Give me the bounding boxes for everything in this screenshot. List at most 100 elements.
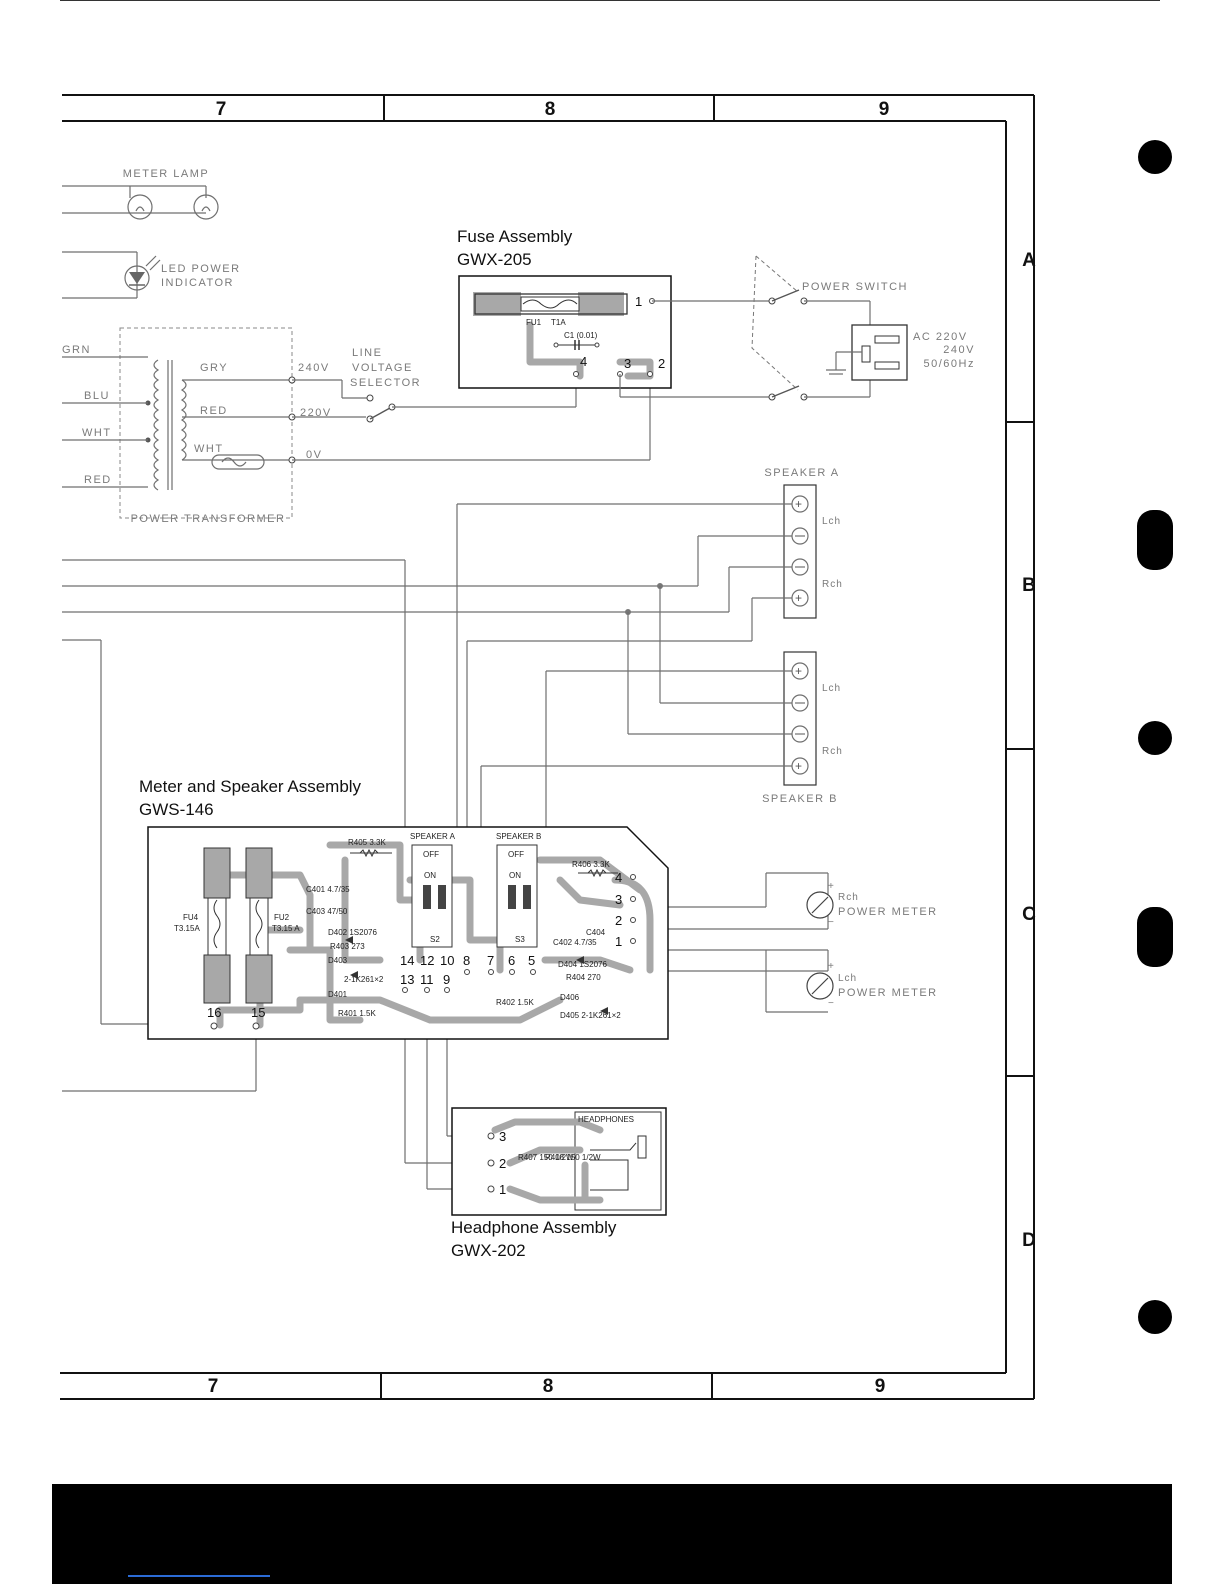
pin-5: 5 — [528, 953, 535, 968]
speaker-b-lch: Lch — [822, 683, 841, 694]
wire-label-wht: WHT — [82, 427, 112, 439]
d402-label: D402 1S2076 — [328, 928, 377, 937]
grid-row-a: A — [1022, 250, 1036, 271]
power-switch-label: POWER SWITCH — [802, 281, 908, 293]
lch-power-meter-label: POWER METER — [838, 987, 938, 999]
meter-lamp-label: METER LAMP — [123, 168, 210, 180]
c404-label: C404 — [586, 928, 606, 937]
fuse-pin-2: 2 — [658, 356, 665, 371]
c1-label: C1 (0.01) — [564, 331, 598, 340]
switch-b-label: SPEAKER B — [496, 832, 541, 841]
rch-power-meter-label: POWER METER — [838, 906, 938, 918]
ac-label-3: 50/60Hz — [924, 358, 975, 370]
fu1-label: FU1 — [526, 318, 542, 327]
binder-hole — [1137, 907, 1173, 967]
grid-col-bottom-7: 7 — [208, 1376, 219, 1397]
svg-text:+: + — [828, 881, 835, 892]
led-power-indicator-icon — [124, 265, 150, 291]
grid-col-bottom-8: 8 — [543, 1376, 554, 1397]
lvs-label-3: SELECTOR — [350, 377, 421, 389]
grid-row-b: B — [1022, 575, 1036, 596]
c402-label: C402 4.7/35 — [553, 938, 597, 947]
headphone-assembly-title: Headphone Assembly — [451, 1218, 617, 1237]
svg-text:+: + — [795, 497, 802, 511]
rch-meter-label: Rch — [838, 892, 859, 903]
pin-12: 12 — [420, 953, 434, 968]
d404-label: D404 1S2076 — [558, 960, 607, 969]
r401-label: R401 1.5K — [338, 1009, 376, 1018]
pin-4: 4 — [615, 870, 622, 885]
grid-col-top-7: 7 — [216, 99, 227, 120]
grid-col-top-9: 9 — [879, 99, 890, 120]
pin-3: 3 — [615, 892, 622, 907]
pin-7: 7 — [487, 953, 494, 968]
fu4-rating: T3.15A — [174, 924, 200, 933]
wire-label-blu: BLU — [84, 390, 110, 402]
lch-meter-label: Lch — [838, 973, 857, 984]
pin-14: 14 — [400, 953, 414, 968]
pin-6: 6 — [508, 953, 515, 968]
d401-label: D401 — [328, 990, 348, 999]
r406-label: R406 3.3K — [572, 860, 610, 869]
meter-speaker-assembly: Meter and Speaker Assembly GWS-146 FU4 T… — [139, 777, 669, 1040]
tap-220v: 220V — [300, 407, 332, 419]
pin-9: 9 — [443, 972, 450, 987]
switch-a-off: OFF — [423, 850, 439, 859]
pin-1: 1 — [615, 934, 622, 949]
fuse-assembly-title: Fuse Assembly — [457, 227, 573, 246]
pin-16: 16 — [207, 1005, 221, 1020]
speaker-b-rch: Rch — [822, 746, 843, 757]
switch-a-label: SPEAKER A — [410, 832, 456, 841]
grid-row-d: D — [1022, 1230, 1036, 1251]
switch-s2-label: S2 — [430, 935, 440, 944]
footer-bar — [52, 1484, 1172, 1584]
wire-label-red: RED — [84, 474, 112, 486]
led-power-label-2: INDICATOR — [161, 277, 234, 289]
pin-2: 2 — [615, 913, 622, 928]
c401-label: C401 4.7/35 — [306, 885, 350, 894]
power-transformer: GRN BLU WHT RED GRY RED WHT 240V 220V 0V… — [62, 327, 651, 525]
svg-text:+: + — [795, 591, 802, 605]
svg-text:−: − — [828, 917, 835, 928]
speaker-a-lch: Lch — [822, 516, 841, 527]
d403-label: D403 — [328, 956, 348, 965]
power-transformer-label: POWER TRANSFORMER — [131, 513, 286, 525]
led-power-label-1: LED POWER — [161, 263, 241, 275]
fuse-assembly-code: GWX-205 — [457, 250, 532, 269]
r404-label: R404 270 — [566, 973, 601, 982]
d403-value: 2-1K261×2 — [344, 975, 384, 984]
svg-text:+: + — [795, 759, 802, 773]
d405-label: D405 2-1K261×2 — [560, 1011, 621, 1020]
d406-label: D406 — [560, 993, 580, 1002]
fu2-rating: T3.15 A — [272, 924, 300, 933]
grid-col-bottom-9: 9 — [875, 1376, 886, 1397]
switch-s3-label: S3 — [515, 935, 525, 944]
tap-0v: 0V — [306, 449, 322, 461]
fuse-pin-1: 1 — [635, 294, 642, 309]
t1a-label: T1A — [551, 318, 566, 327]
power-meters: + − Rch POWER METER + − Lch POWER METER — [806, 881, 938, 1009]
c403-label: C403 47/50 — [306, 907, 348, 916]
headphone-assembly: HEADPHONES R407 150 1/2W R408 150 1/2W 3… — [451, 1107, 667, 1260]
lvs-label-1: LINE — [352, 347, 382, 359]
binder-hole — [1137, 510, 1173, 570]
headphone-pin-2: 2 — [499, 1156, 506, 1171]
meter-lamp-bulb-2 — [193, 194, 219, 220]
r405-label: R405 3.3K — [348, 838, 386, 847]
svg-text:+: + — [795, 664, 802, 678]
speaker-b-label: SPEAKER B — [762, 793, 838, 805]
fuse-pin-4: 4 — [580, 354, 587, 369]
meter-lamp-section: METER LAMP LED POWER INDICATOR — [62, 168, 241, 299]
grid-col-top-8: 8 — [545, 99, 556, 120]
fu4-label: FU4 — [183, 913, 199, 922]
binder-hole — [1138, 721, 1172, 755]
ac-label-1: AC 220V — [913, 331, 968, 343]
pin-11: 11 — [420, 972, 434, 987]
fuse-pin-3: 3 — [624, 356, 631, 371]
headphone-pin-3: 3 — [499, 1129, 506, 1144]
switch-a-on: ON — [424, 871, 436, 880]
fu2-label: FU2 — [274, 913, 290, 922]
wire-label-red-secondary: RED — [200, 405, 228, 417]
footer-link-underline[interactable] — [128, 1575, 270, 1577]
